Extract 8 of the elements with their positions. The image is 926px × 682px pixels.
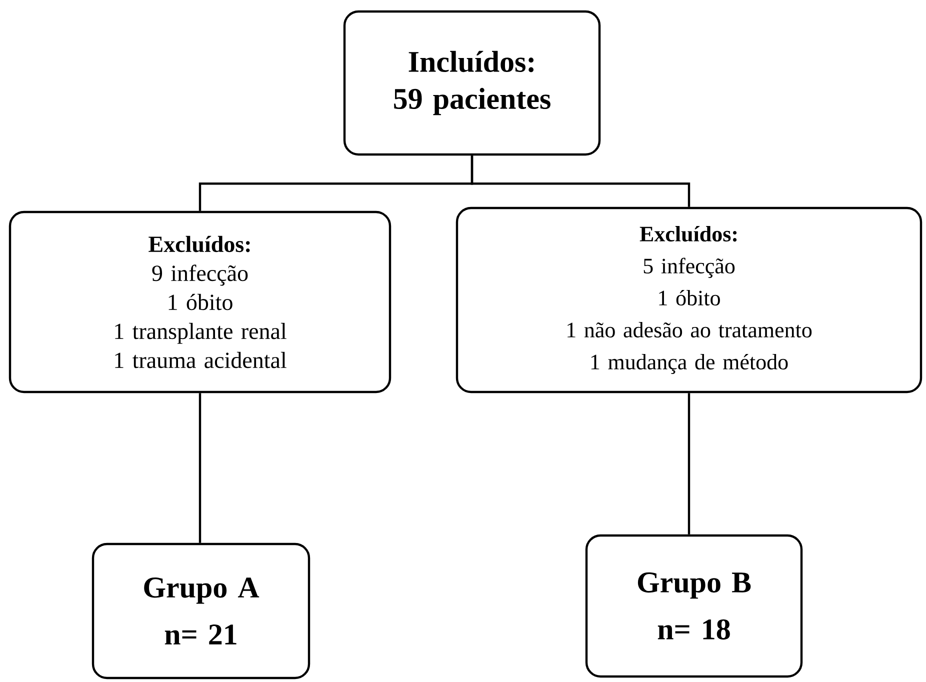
exclusion-box: Excluídos: 5 infecção 1 óbito 1 não adesão ao tratamento 1 mudança de método [456, 206, 922, 394]
group-box: Grupo A n= 21 [92, 542, 310, 680]
connector-line [470, 156, 690, 207]
connector-line [688, 393, 690, 534]
inclusion-box: Incluídos: 59 pacientes [343, 10, 601, 156]
exclusion-box: Excluídos: 9 infecção 1 óbito 1 transplante renal 1 trauma acidental [8, 210, 392, 394]
connector-line [198, 393, 202, 543]
group-box: Grupo B n= 18 [585, 534, 803, 678]
